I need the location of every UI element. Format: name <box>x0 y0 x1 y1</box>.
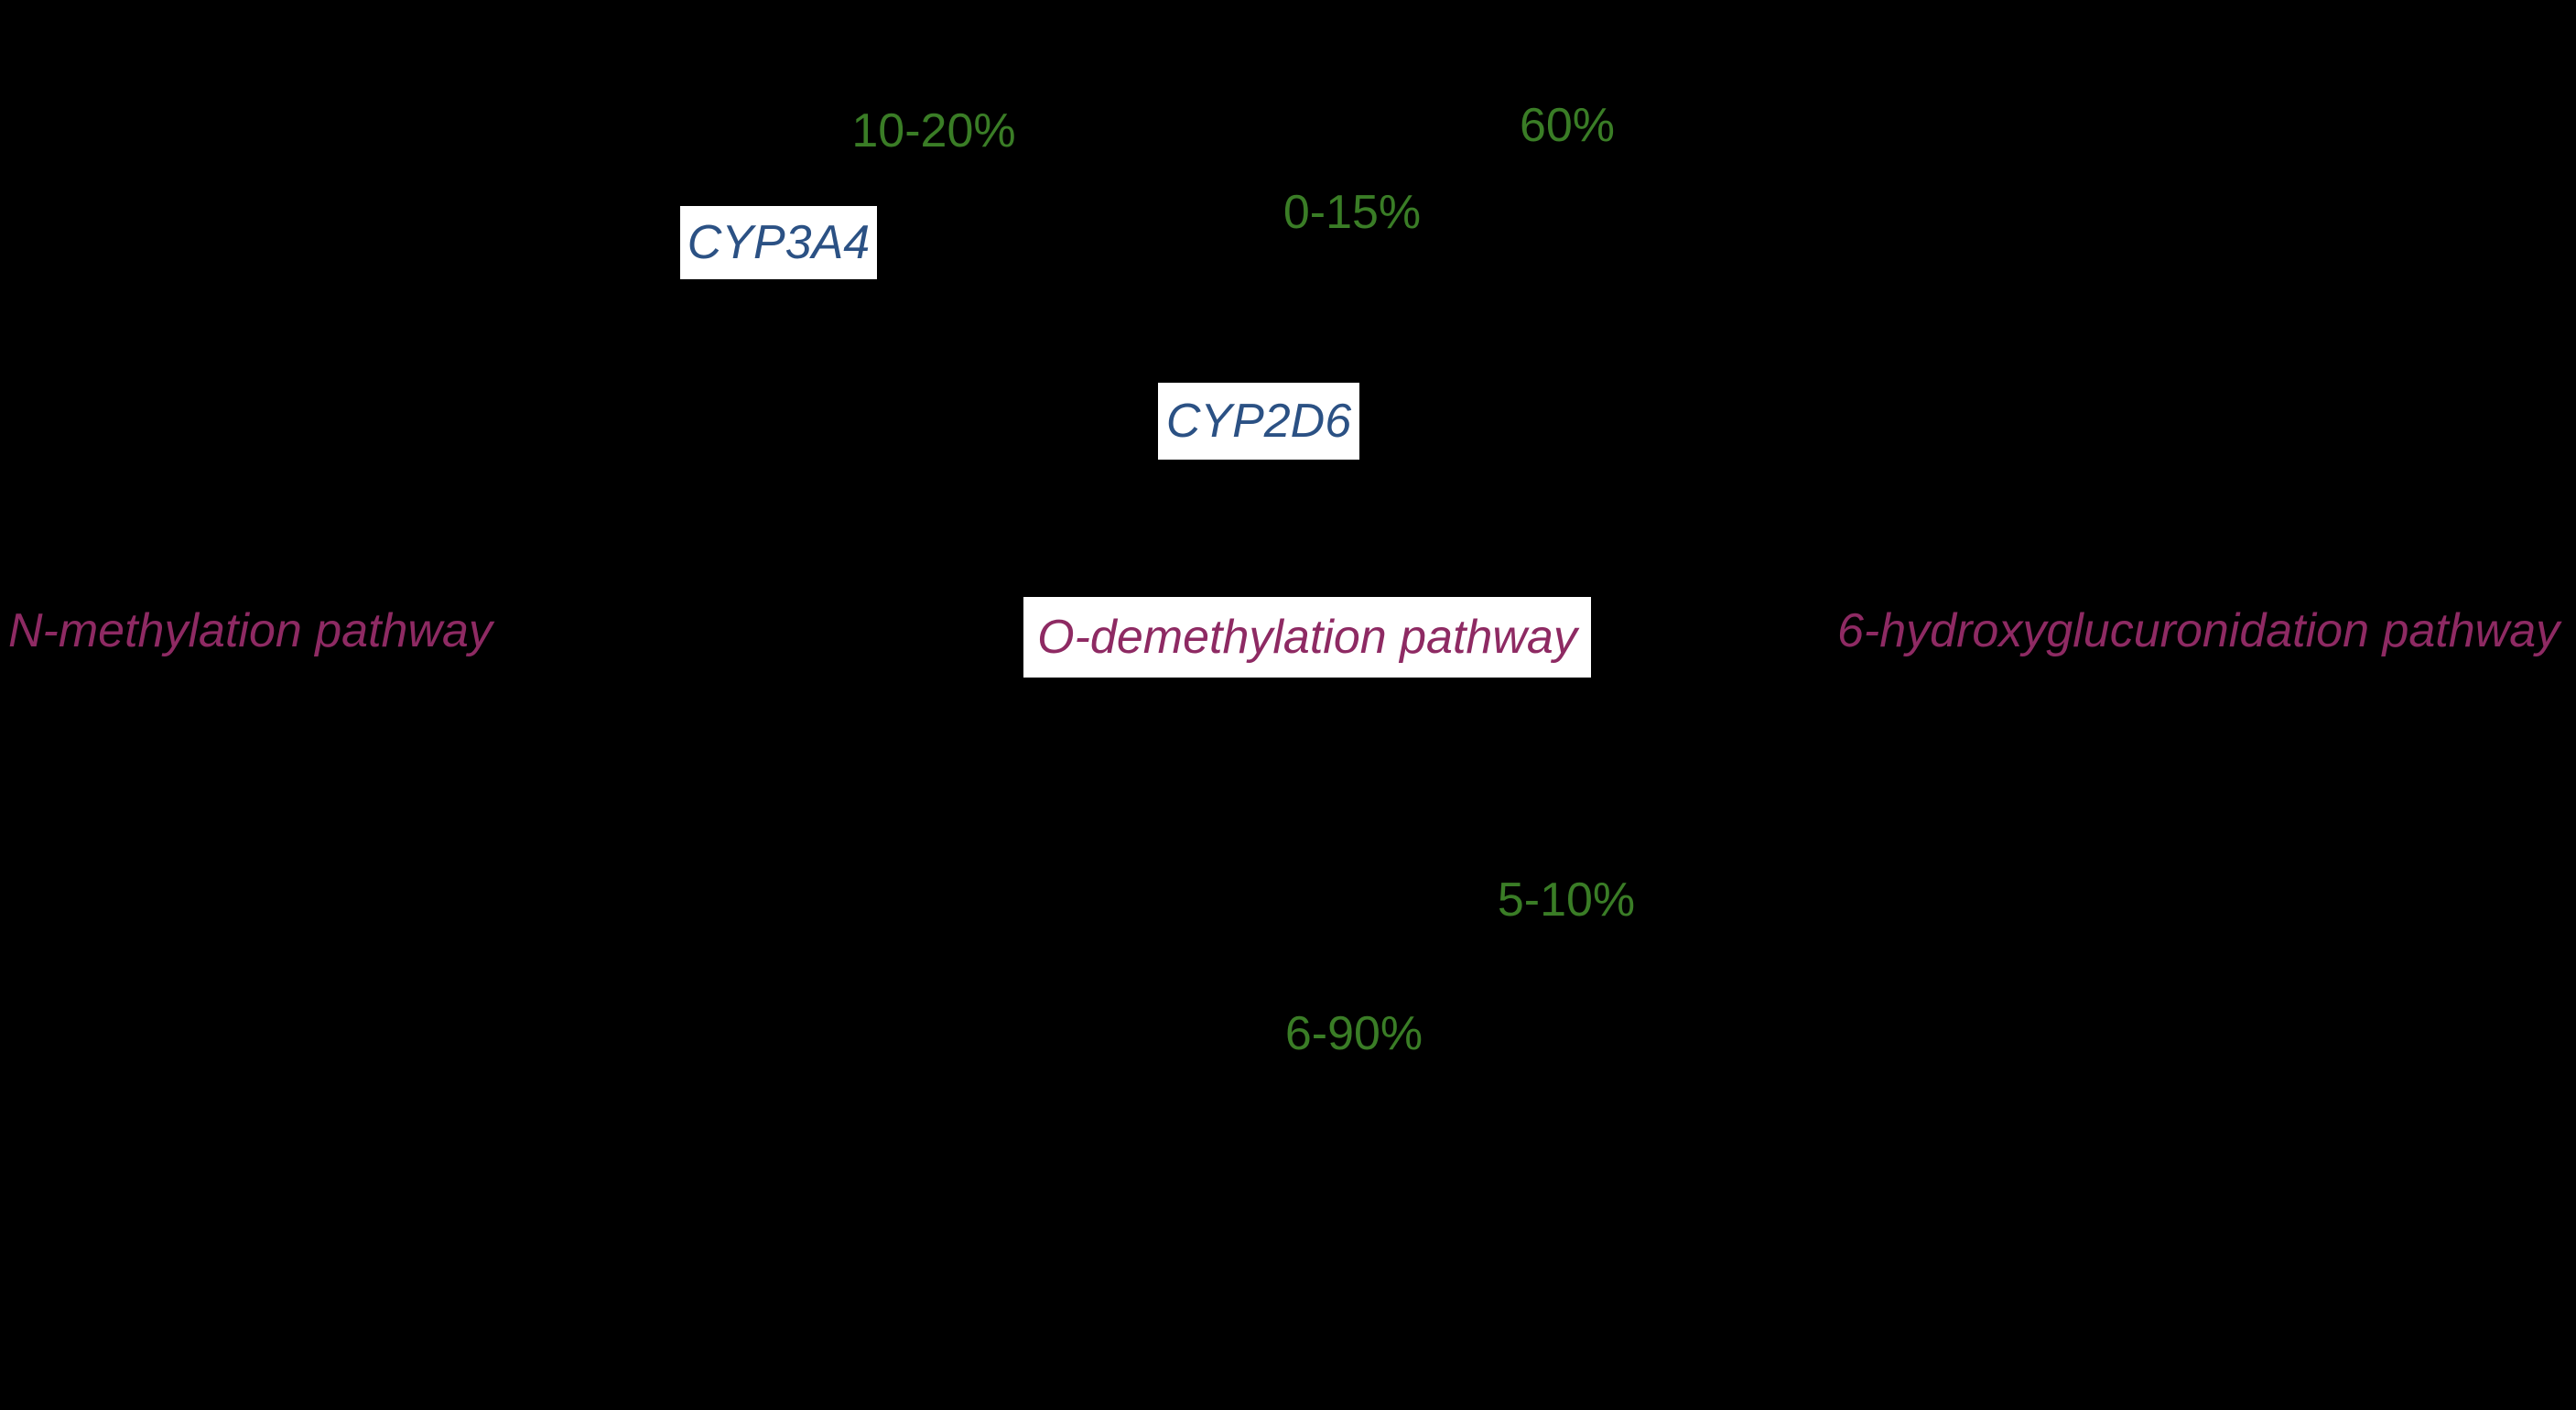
pathway-o-demethylation-label: O-demethylation pathway <box>1037 611 1577 664</box>
percent-5-10-label: 5-10% <box>1497 873 1636 927</box>
pathway-6-hydroxyglucuronidation-label: 6-hydroxyglucuronidation pathway <box>1837 604 2560 657</box>
enzyme-cyp2d6-label: CYP2D6 <box>1165 395 1352 448</box>
percent-60-label: 60% <box>1519 99 1616 152</box>
percent-0-15-label: 0-15% <box>1283 186 1422 239</box>
pathway-o-demethylation-box: O-demethylation pathway <box>1023 597 1591 678</box>
enzyme-cyp3a4-box: CYP3A4 <box>680 206 877 279</box>
percent-10-20-label: 10-20% <box>851 104 1016 157</box>
enzyme-cyp3a4-label: CYP3A4 <box>687 216 871 269</box>
percent-6-90-label: 6-90% <box>1284 1007 1423 1060</box>
enzyme-cyp2d6-box: CYP2D6 <box>1158 383 1359 460</box>
pathway-n-methylation-label: N-methylation pathway <box>8 604 492 657</box>
